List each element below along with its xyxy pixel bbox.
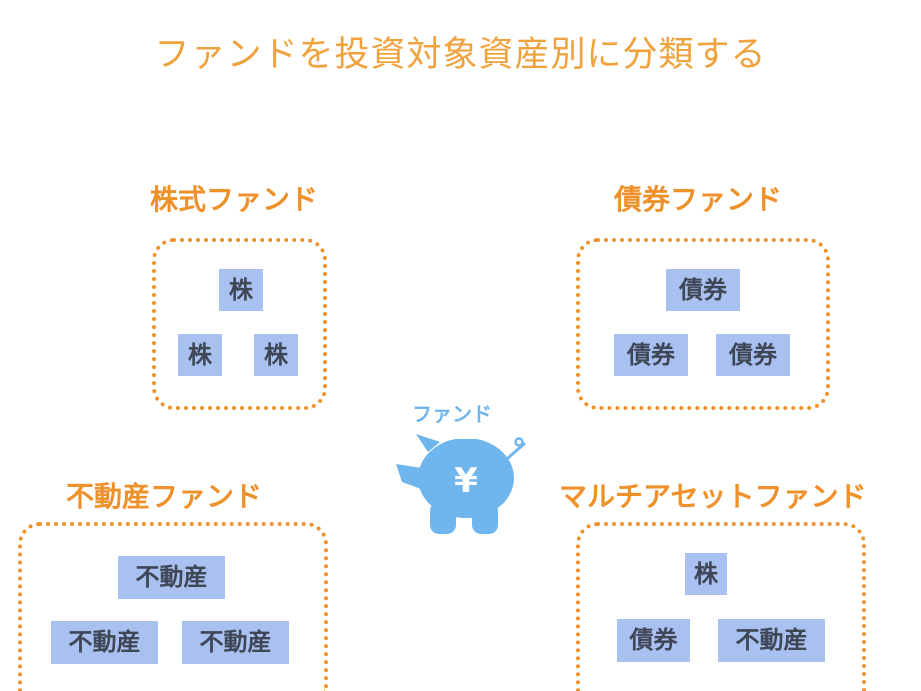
fund-label: ファンド (412, 402, 492, 426)
real-estate-chip: 不動産 (182, 621, 289, 664)
stock-chip: 株 (178, 334, 222, 376)
real-estate-chip: 不動産 (118, 556, 225, 599)
multi-asset-bond-chip: 債券 (617, 619, 690, 662)
bond-fund-box (576, 238, 830, 410)
stock-fund-label: 株式ファンド (150, 183, 319, 216)
bond-chip: 債券 (716, 334, 790, 376)
stock-chip: 株 (219, 269, 263, 311)
multi-asset-fund-label: マルチアセットファンド (559, 480, 867, 513)
multi-asset-fund-box (576, 522, 866, 691)
stock-fund-box (152, 238, 327, 410)
bond-chip: 債券 (666, 269, 740, 311)
real-estate-chip: 不動産 (51, 621, 158, 664)
bond-fund-label: 債券ファンド (614, 183, 783, 216)
real-estate-fund-label: 不動産ファンド (66, 480, 263, 513)
bond-chip: 債券 (614, 334, 688, 376)
multi-asset-real-estate-chip: 不動産 (718, 619, 825, 662)
real-estate-fund-box (18, 522, 328, 691)
stock-chip: 株 (254, 334, 298, 376)
page-title: ファンドを投資対象資産別に分類する (154, 35, 767, 75)
piggy-bank-icon: ¥ (396, 434, 526, 534)
multi-asset-stock-chip: 株 (685, 553, 727, 595)
yen-symbol: ¥ (454, 461, 478, 501)
